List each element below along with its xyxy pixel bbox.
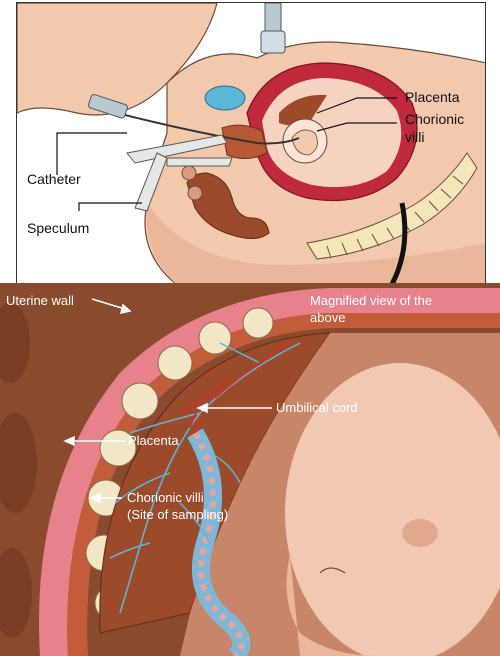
ultrasound-probe	[264, 3, 282, 34]
label-speculum: Speculum	[27, 220, 90, 236]
label-catheter: Catheter	[27, 171, 81, 187]
blue-vessels	[109, 342, 301, 614]
anal-opening-1	[181, 165, 197, 181]
fetus-head	[285, 363, 500, 656]
label-chorionic-2: villi	[405, 129, 425, 145]
bladder-shape	[204, 85, 246, 111]
magnify-arrow	[389, 202, 408, 283]
label-uterine-wall: Uterine wall	[6, 293, 74, 308]
label-placenta-large: Placenta	[128, 433, 179, 448]
umbilical-cord-stripe	[192, 431, 245, 656]
label-chorionic-villi-2: (Site of sampling)	[127, 507, 229, 522]
label-chorionic-villi-1: Chorionic villi	[127, 490, 204, 505]
cvs-procedure-illustration	[17, 3, 485, 283]
placenta-small	[279, 94, 327, 126]
catheter-tube	[124, 114, 300, 145]
ultrasound-probe-head	[260, 30, 286, 54]
label-arrows	[63, 298, 272, 504]
label-umbilical-cord: Umbilical cord	[276, 400, 358, 415]
speculum-lower	[166, 157, 233, 167]
speculum-upper	[126, 134, 228, 164]
uterus-inner	[262, 78, 402, 188]
thigh-shape	[17, 3, 218, 116]
fetus-eye	[319, 567, 346, 574]
fetus-ear	[402, 519, 438, 547]
rectum-shape	[186, 172, 270, 239]
leader-lines-top	[56, 97, 397, 211]
tissue-blob-1	[0, 303, 30, 383]
label-chorionic-1: Chorionic	[405, 111, 465, 127]
fetus-small	[291, 129, 318, 156]
magnified-view-panel: Uterine wall Magnified view of the above…	[0, 283, 500, 656]
label-magnified-2: above	[310, 310, 346, 325]
cvs-procedure-panel: Placenta Chorionic villi Catheter Specul…	[16, 2, 486, 284]
tissue-blob-3	[0, 548, 32, 638]
label-placenta: Placenta	[405, 89, 460, 105]
vertebrae	[326, 175, 464, 259]
anal-opening-2	[187, 185, 203, 201]
magnified-illustration	[0, 283, 500, 656]
tissue-blob-2	[0, 413, 37, 513]
label-magnified-1: Magnified view of the	[310, 293, 433, 308]
catheter-syringe	[87, 94, 128, 119]
